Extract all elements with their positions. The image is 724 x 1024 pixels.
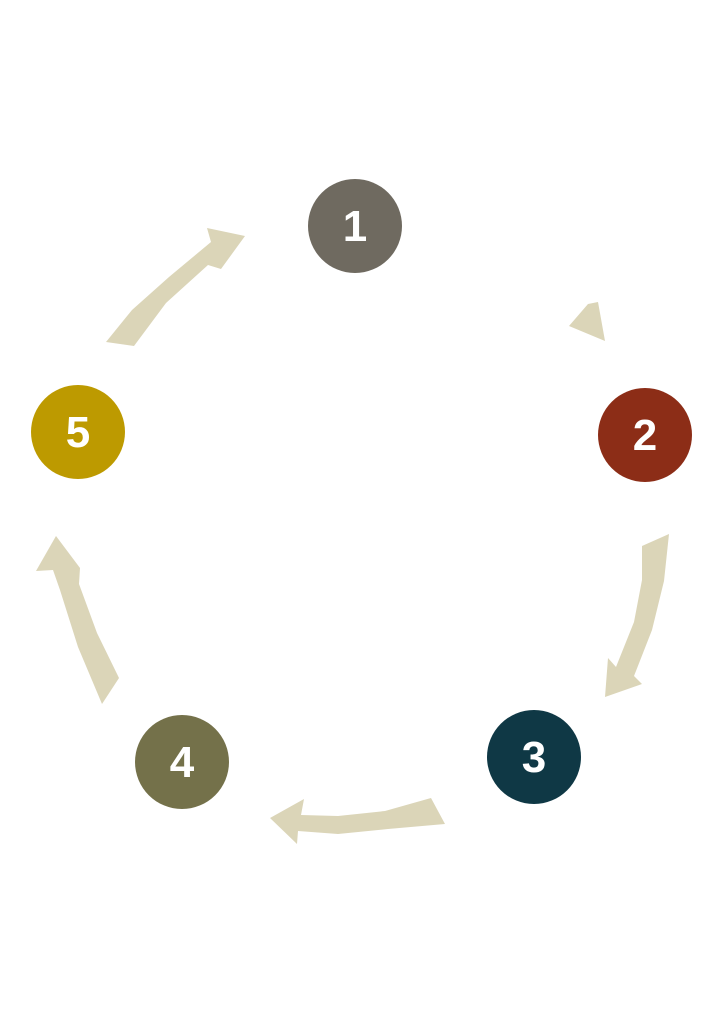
step-2-circle <box>598 388 692 482</box>
arrow-2-to-3 <box>605 534 669 697</box>
step-node-5: 5 <box>31 385 125 479</box>
step-3-circle <box>487 710 581 804</box>
arrow-4-to-5 <box>36 536 119 704</box>
step-4-circle <box>135 715 229 809</box>
arrow-3-to-4 <box>270 798 445 844</box>
arrows <box>36 227 669 844</box>
step-node-1: 1 <box>308 179 402 273</box>
arrow-1-to-2 <box>475 227 605 341</box>
step-node-4: 4 <box>135 715 229 809</box>
step-node-2: 2 <box>598 388 692 482</box>
step-5-label: 5 <box>66 408 90 457</box>
step-2-label: 2 <box>633 411 657 460</box>
step-1-label: 1 <box>343 202 367 251</box>
step-5-circle <box>31 385 125 479</box>
step-4-label: 4 <box>170 738 195 787</box>
step-3-label: 3 <box>522 733 546 782</box>
step-1-circle <box>308 179 402 273</box>
step-node-3: 3 <box>487 710 581 804</box>
arrow-5-to-1 <box>106 228 245 346</box>
